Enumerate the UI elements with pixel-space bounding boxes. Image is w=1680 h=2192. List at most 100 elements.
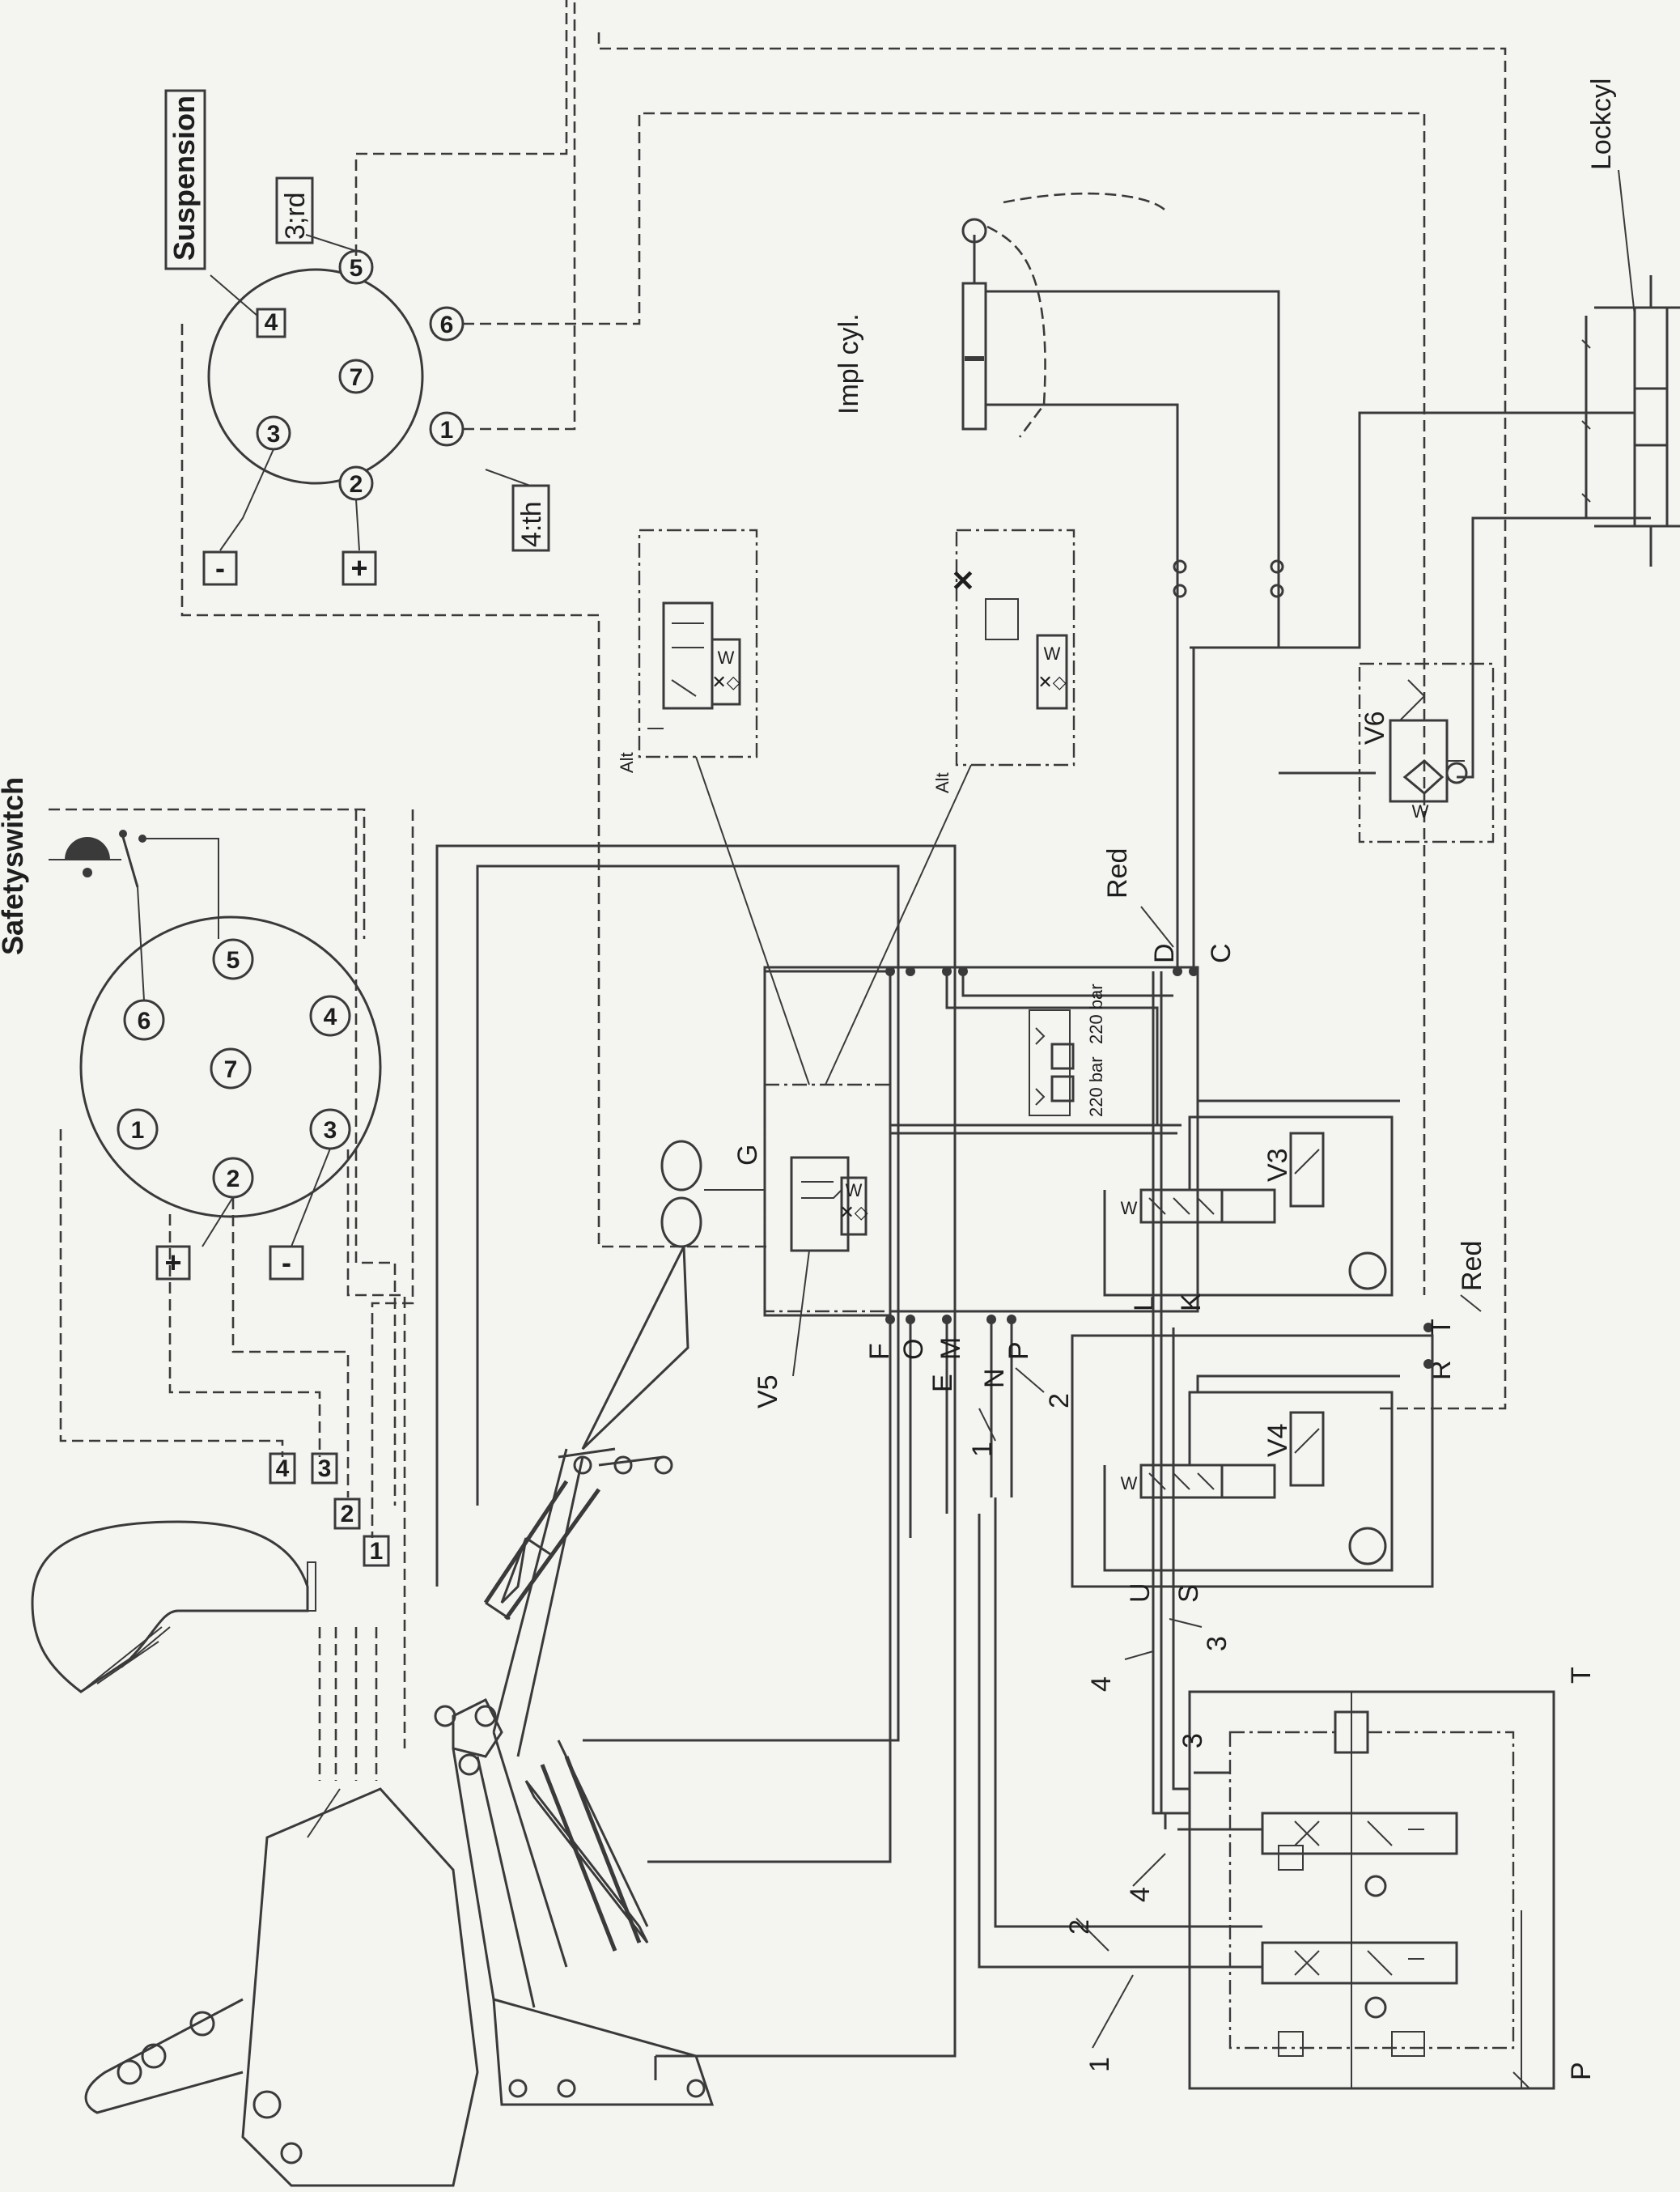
suspension-plus: + [350,551,367,584]
alt-upper-label: Alt [617,752,637,773]
svg-text:1: 1 [440,417,454,444]
svg-text:2: 2 [350,471,363,498]
svg-text:5: 5 [227,947,240,974]
svg-text:2: 2 [341,1501,354,1527]
svg-text:5: 5 [350,255,363,282]
port-n: N [979,1368,1010,1388]
port-m: M [935,1337,966,1360]
svg-text:✕◇: ✕◇ [711,672,740,692]
safety-pin-6: 6 [123,999,165,1041]
lock-cylinder: Lockcyl [1457,79,1680,779]
svg-text:3: 3 [318,1455,332,1482]
safety-pin-5: 5 [212,938,254,980]
line-number-1b: 1 [1084,2057,1115,2072]
safety-pin-2: 2 [212,1157,254,1199]
joystick-terminal-4: 4 [269,1452,296,1485]
svg-text:✕◇: ✕◇ [1037,672,1066,692]
lock-cyl-label: Lockcyl [1586,79,1617,170]
alt-mid-label: Alt [932,772,952,793]
port-s: S [1173,1584,1204,1603]
port-labels-fomp: F O M P E N 2 1 [864,1315,1075,1587]
suspension-pin-3: 3 [256,415,291,451]
port-k: K [1176,1293,1207,1311]
red-label-lower: Red [1457,1241,1487,1291]
third-label: 3;rd [280,192,311,240]
port-t: T [1426,1319,1457,1336]
port-o: O [898,1339,929,1360]
safety-pin-1: 1 [117,1108,159,1150]
suspension-minus: - [215,551,225,584]
safety-switch-label: Safetyswitch [0,777,29,955]
svg-text:1: 1 [131,1117,145,1144]
suspension-pin-2: 2 [338,465,374,501]
suspension-label-box [164,89,206,270]
svg-text:6: 6 [440,312,454,338]
fourth-label: 4:th [516,501,547,547]
safety-pin-3: 3 [309,1108,351,1150]
v6-label: V6 [1360,711,1390,745]
line-number-3b: 3 [1177,1733,1208,1748]
alt-box-mid: W ✕◇ ✕ Alt [932,529,1075,793]
port-e: E [927,1374,958,1392]
safety-switch: Safetyswitch [0,777,219,1001]
svg-text:✕: ✕ [951,564,975,597]
port-d: D [1149,943,1180,963]
v6-valve: V6 W [1358,662,1495,843]
joystick-terminal-1: 1 [363,1535,390,1567]
loader-boom [434,1246,715,2106]
line-number-2: 2 [1044,1393,1075,1408]
svg-text:4: 4 [265,309,278,336]
svg-text:W: W [1121,1473,1138,1493]
line-number-2b: 2 [1064,1919,1095,1935]
joystick-terminal-3: 3 [311,1452,338,1485]
svg-text:1: 1 [370,1538,384,1565]
port-l: L [1129,1296,1160,1311]
safety-pin-4: 4 [309,995,351,1037]
safety-minus: - [282,1246,291,1279]
port-labels-tr: T R Red [1423,1241,1487,1380]
g-port-oval: G [660,1140,765,1248]
port-r: R [1426,1360,1457,1380]
safety-connector: 6 5 4 7 1 2 3 + - [79,915,382,1281]
implement-cylinder: Impl cyl. [834,192,1166,438]
relief-label-left: 220 bar [1086,1056,1106,1117]
relief-valves: 220 bar 220 bar [1029,983,1106,1117]
suspension-pin-4: 4 [256,308,286,338]
svg-text:4: 4 [276,1455,290,1482]
svg-text:W: W [1044,644,1061,664]
svg-text:7: 7 [224,1056,238,1083]
svg-text:W: W [1121,1198,1138,1218]
joystick-control-block [84,1787,479,2187]
alt-box-upper: W ✕◇ Alt [617,529,758,773]
red-label-upper: Red [1102,848,1133,898]
svg-text:6: 6 [138,1008,151,1034]
suspension-pin-6: 6 [429,306,465,342]
svg-text:✕◇: ✕◇ [839,1202,868,1222]
port-g: G [732,1145,763,1166]
port-t-valve: T [1566,1667,1597,1684]
port-f: F [864,1343,895,1360]
line-number-3: 3 [1202,1636,1232,1651]
svg-text:W: W [1412,801,1429,822]
v4-label: V4 [1262,1423,1293,1457]
suspension-pin-5: 5 [338,249,374,285]
v3-label: V3 [1262,1148,1293,1182]
suspension-pin-1: 1 [429,411,465,447]
joystick-terminal-2: 2 [333,1497,361,1530]
svg-text:2: 2 [227,1166,240,1192]
main-control-valve: T P [1188,1667,1597,2090]
v5-valve-block: W ✕◇ V5 [753,970,892,1408]
svg-text:W: W [846,1180,863,1200]
svg-text:3: 3 [267,421,281,448]
v3-valve-block: W V3 [1103,1099,1400,1297]
port-p: P [1003,1341,1034,1360]
v5-label: V5 [753,1374,783,1408]
line-number-4b: 4 [1125,1887,1156,1902]
suspension-connector: 4 5 6 7 3 2 1 Suspension 3;rd [164,89,550,586]
joystick-handle [31,1520,316,1693]
port-p-valve: P [1566,2062,1597,2080]
suspension-pin-7: 7 [338,359,374,394]
safety-plus: + [164,1246,181,1279]
